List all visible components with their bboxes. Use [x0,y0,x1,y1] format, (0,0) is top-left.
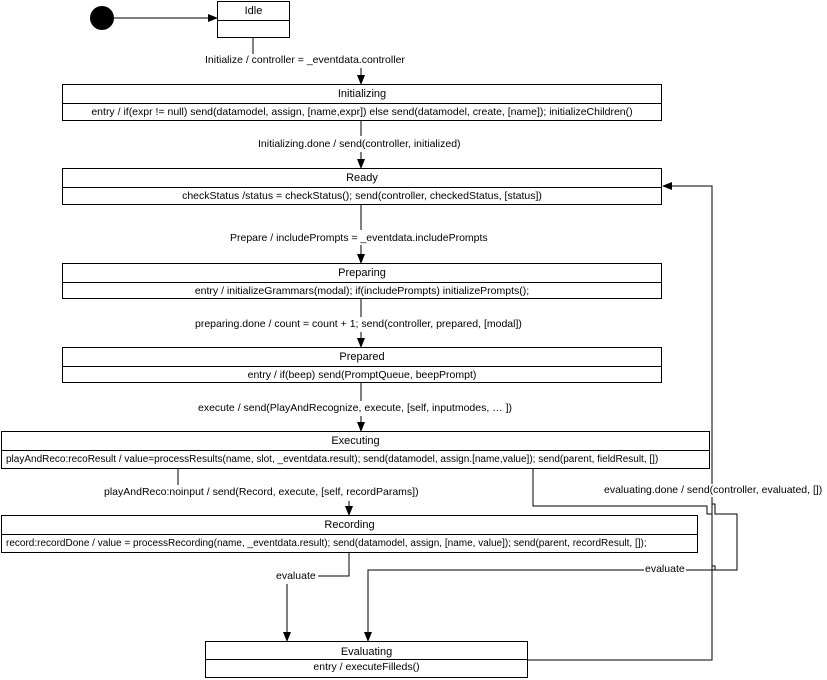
state-initializing-name: Initializing [63,85,661,104]
label-initialize: Initialize / controller = _eventdata.con… [204,54,406,67]
label-evaluating-done: evaluating.done / send(controller, evalu… [603,484,824,497]
state-initializing-action: entry / if(expr != null) send(datamodel,… [91,106,633,118]
edge-evaluating-ready [528,182,713,661]
label-evaluate-recording: evaluate [275,570,317,583]
state-evaluating: Evaluating entry / executeFilleds() [205,641,528,678]
label-prepare: Prepare / includePrompts = _eventdata.in… [229,232,489,245]
edge-executing-evaluating-d [364,569,642,642]
state-preparing: Preparing entry / initializeGrammars(mod… [62,263,662,299]
label-preparing-done: preparing.done / count = count + 1; send… [194,318,523,331]
state-idle: Idle [217,1,290,38]
state-ready: Ready checkStatus /status = checkStatus(… [62,168,662,205]
state-preparing-name: Preparing [63,264,661,283]
state-evaluating-action: entry / executeFilleds() [313,661,420,673]
state-prepared-action: entry / if(beep) send(PromptQueue, beepP… [247,369,477,381]
state-idle-name: Idle [218,2,289,21]
state-recording-action: record:recordDone / value = processRecor… [6,538,647,549]
label-evaluate-executing: evaluate [644,563,686,576]
state-initializing: Initializing entry / if(expr != null) se… [62,84,662,121]
state-preparing-action: entry / initializeGrammars(modal); if(in… [194,285,530,297]
initial-state-marker [90,6,114,30]
state-executing-action: playAndReco:recoResult / value=processRe… [6,454,659,465]
label-initializing-done: Initializing.done / send(controller, ini… [257,138,462,151]
state-recording-name: Recording [2,516,697,535]
edge-executing-evaluating-c [690,565,716,571]
label-execute: execute / send(PlayAndRecognize, execute… [197,402,514,415]
state-ready-name: Ready [63,169,661,188]
state-ready-action: checkStatus /status = checkStatus(); sen… [182,190,542,202]
state-executing: Executing playAndReco:recoResult / value… [1,431,710,469]
state-evaluating-name: Evaluating [206,642,527,660]
state-prepared-name: Prepared [63,348,661,367]
edge-recording-evaluating [318,553,350,577]
label-noinput: playAndReco:noinput / send(Record, execu… [103,486,420,499]
state-executing-name: Executing [2,432,709,451]
state-prepared: Prepared entry / if(beep) send(PromptQue… [62,347,662,383]
state-idle-action [218,21,289,38]
state-recording: Recording record:recordDone / value = pr… [1,515,698,553]
